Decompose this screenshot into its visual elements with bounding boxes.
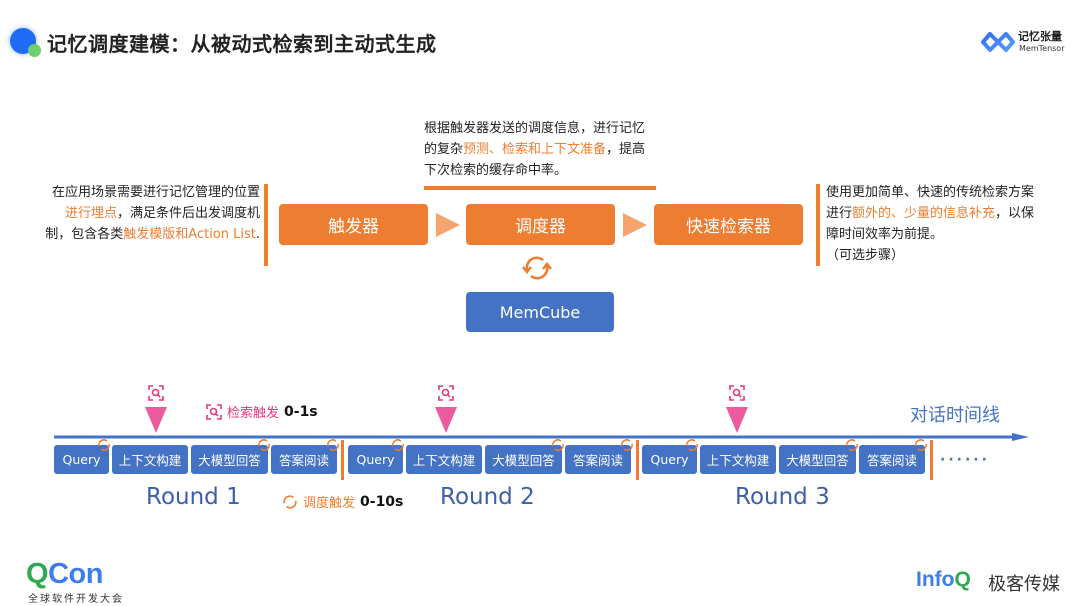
step-context-build: 上下文构建: [112, 445, 188, 474]
schedule-trigger-icon: [552, 439, 564, 451]
scheduler-description: 根据触发器发送的调度信息，进行记忆的复杂预测、检索和上下文准备，提高下次检索的缓…: [424, 118, 654, 181]
desc-highlight: 进行埋点: [64, 206, 117, 221]
timeline-axis-arrow: [54, 433, 1029, 441]
desc-text: ，提高下次检索的缓存命中率。: [424, 142, 646, 178]
page-title: 记忆调度建模：从被动式检索到主动式生成: [47, 32, 437, 56]
step-answer-read: 答案阅读: [271, 445, 337, 474]
step-query: Query: [642, 445, 697, 474]
qcon-logo-con: Con: [48, 558, 103, 590]
desc-text: 使用更加简单、快速的传统检索方案进行: [826, 185, 1035, 221]
search-trigger-icon: [148, 385, 164, 401]
schedule-trigger-icon: [98, 439, 110, 451]
title-logo-dot-green: [28, 44, 41, 57]
schedule-trigger-icon: [915, 439, 927, 451]
memcube-box: MemCube: [466, 292, 614, 332]
round-1-label: Round 1: [146, 484, 241, 510]
desc-highlight: 额外的、少量的信息补充: [852, 206, 996, 221]
step-context-build: 上下文构建: [406, 445, 482, 474]
brand-name-cn: 记忆张量: [1018, 30, 1062, 43]
schedule-trigger-icon: [686, 439, 698, 451]
round-3-label: Round 3: [735, 484, 830, 510]
infoq-logo: InfoQ: [916, 568, 971, 592]
search-trigger-marker: [726, 407, 748, 433]
geek-media-logo-text: 极客传媒: [988, 574, 1060, 595]
arrow-right-icon: [623, 213, 647, 237]
desc-text: .: [255, 227, 260, 242]
schedule-trigger-label: 调度触发: [303, 496, 356, 511]
search-trigger-marker: [435, 407, 457, 433]
step-query: Query: [348, 445, 403, 474]
memtensor-logo-icon: [981, 32, 1015, 52]
schedule-trigger-icon: [621, 439, 633, 451]
fast-retriever-box: 快速检索器: [654, 204, 803, 245]
timeline-label: 对话时间线: [910, 405, 1000, 426]
schedule-trigger-icon: [846, 439, 858, 451]
step-llm-answer: 大模型回答: [485, 445, 562, 474]
search-trigger-marker: [145, 407, 167, 433]
round-2-label: Round 2: [440, 484, 535, 510]
more-rounds-ellipsis: ······: [940, 452, 990, 468]
accent-bar-left: [264, 184, 268, 266]
step-query: Query: [54, 445, 109, 474]
search-trigger-latency: 0-1s: [284, 403, 318, 420]
trigger-description: 在应用场景需要进行记忆管理的位置进行埋点，满足条件后出发调度机制，包含各类触发模…: [44, 182, 260, 245]
qcon-subtitle: 全球软件开发大会: [28, 594, 124, 605]
schedule-trigger-icon: [327, 439, 339, 451]
trigger-box: 触发器: [279, 204, 428, 245]
desc-text: 根据触发器发送的调度信息，进行记忆的复杂: [424, 121, 646, 157]
step-context-build: 上下文构建: [700, 445, 776, 474]
infoq-logo-info: Info: [916, 568, 955, 591]
search-trigger-label: 检索触发: [227, 406, 280, 421]
desc-text: ，满足条件后出发调度机制，包含各类: [45, 206, 260, 242]
desc-text: 在应用场景需要进行记忆管理的位置: [51, 185, 260, 200]
step-answer-read: 答案阅读: [565, 445, 631, 474]
search-trigger-icon: [438, 385, 454, 401]
optional-step-note: （可选步骤）: [826, 248, 905, 263]
step-llm-answer: 大模型回答: [191, 445, 268, 474]
schedule-trigger-legend: 调度触发 0-10s: [282, 492, 403, 511]
schedule-trigger-icon: [283, 494, 297, 509]
desc-highlight: 触发模版和Action List: [123, 227, 256, 242]
infoq-logo-q: Q: [954, 568, 971, 591]
schedule-trigger-icon: [258, 439, 270, 451]
scheduler-box: 调度器: [466, 204, 615, 245]
search-trigger-icon: [206, 403, 222, 420]
accent-bar-right: [816, 184, 820, 266]
qcon-logo-q: Q: [26, 558, 49, 590]
brand-name-en: MemTensor: [1019, 44, 1065, 53]
search-trigger-icon: [729, 385, 745, 401]
accent-bar-middle: [424, 186, 656, 190]
arrow-right-icon: [436, 213, 460, 237]
qcon-logo: QCon: [26, 558, 103, 591]
round-separator: [636, 440, 639, 480]
schedule-trigger-icon: [392, 439, 404, 451]
step-answer-read: 答案阅读: [859, 445, 925, 474]
step-llm-answer: 大模型回答: [779, 445, 856, 474]
round-separator: [930, 440, 933, 480]
desc-text: ，以保障时间效率为前提。: [826, 206, 1035, 242]
desc-highlight: 预测、检索和上下文准备: [463, 142, 607, 157]
sync-cycle-icon: [522, 256, 552, 280]
round-separator: [341, 440, 344, 480]
fast-retriever-description: 使用更加简单、快速的传统检索方案进行额外的、少量的信息补充，以保障时间效率为前提…: [826, 182, 1046, 266]
schedule-trigger-latency: 0-10s: [360, 493, 404, 510]
search-trigger-legend: 检索触发 0-1s: [206, 402, 318, 421]
